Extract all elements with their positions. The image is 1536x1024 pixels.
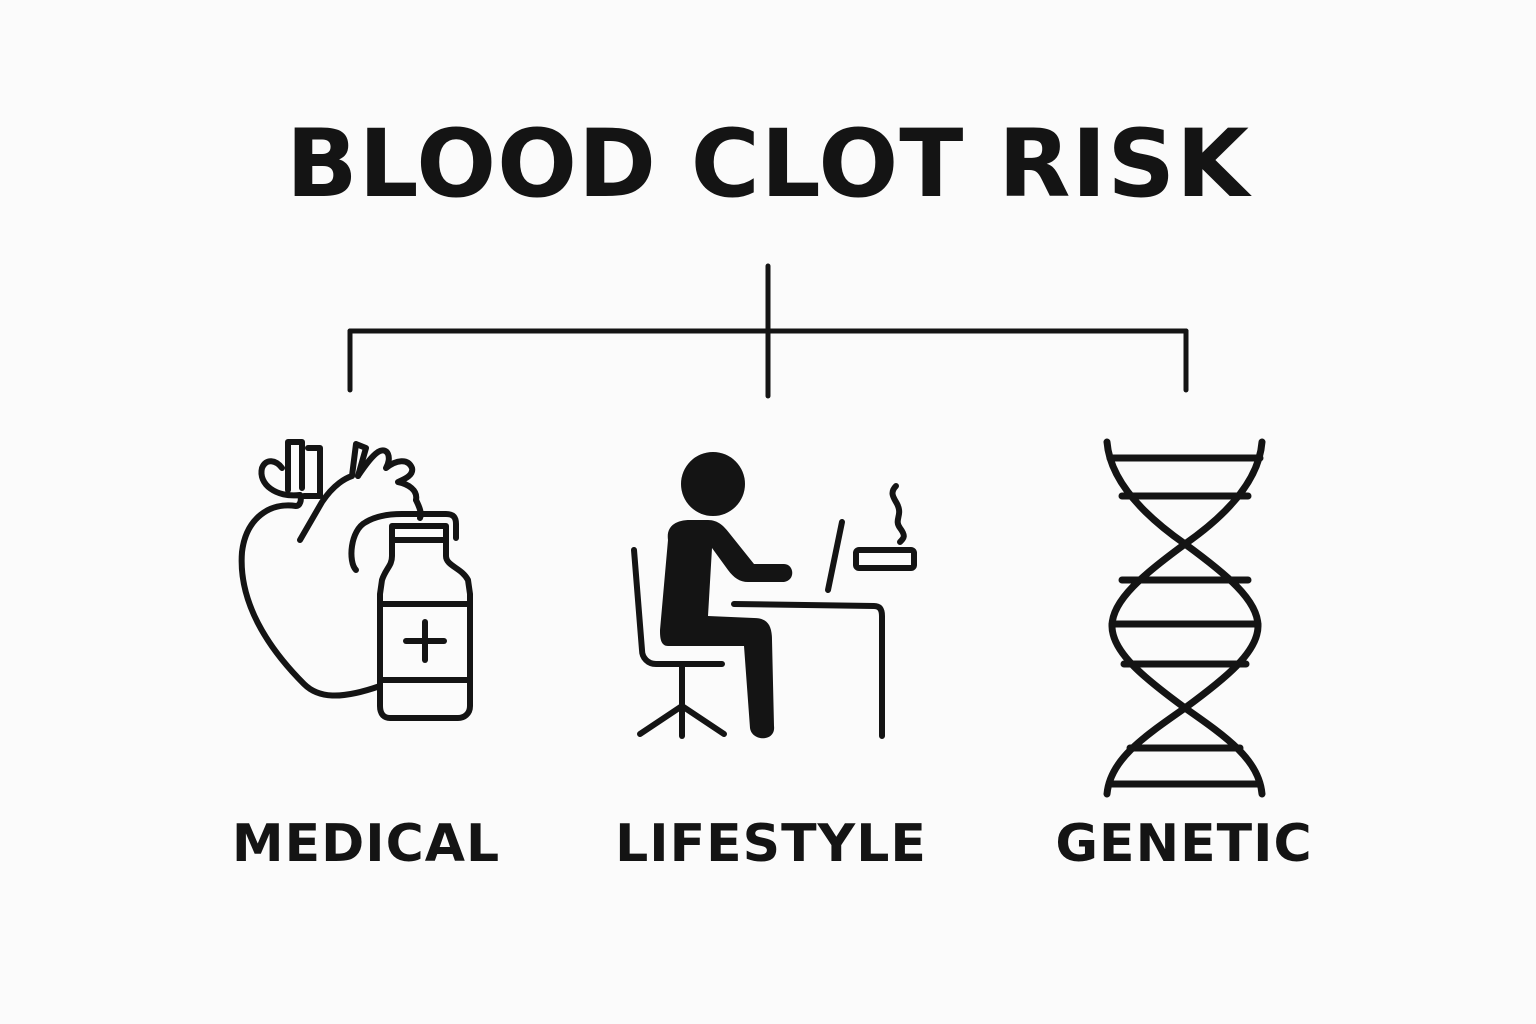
diagram-title: BLOOD CLOT RISK <box>286 110 1250 219</box>
branch-label-genetic: GENETIC <box>1055 814 1313 874</box>
heart-with-medicine-bottle-icon <box>238 439 473 721</box>
person-sitting-at-desk-icon <box>631 452 917 739</box>
branch-label-medical: MEDICAL <box>231 814 501 874</box>
dna-helix-icon <box>1103 438 1266 798</box>
branch-label-lifestyle: LIFESTYLE <box>615 814 927 874</box>
